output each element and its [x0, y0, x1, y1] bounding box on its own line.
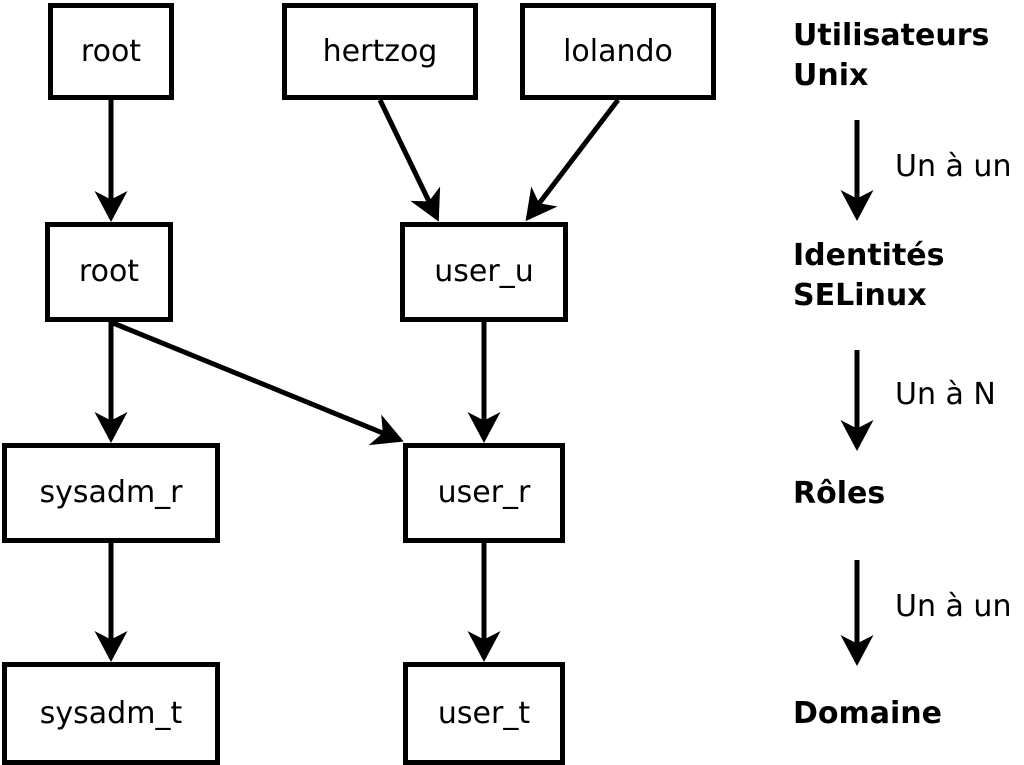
edge-ident-root-to-role-user	[112, 320, 404, 446]
node-unix-lolando[interactable]: lolando	[520, 3, 716, 100]
edge-unix-lolando-to-ident-useru	[525, 98, 620, 222]
node-label: root	[80, 33, 142, 69]
legend-stage-domain: Domaine	[793, 696, 943, 731]
node-label: lolando	[563, 33, 673, 69]
node-unix-root[interactable]: root	[48, 3, 174, 100]
node-dom-sysadm[interactable]: sysadm_t	[2, 662, 220, 765]
node-label: root	[78, 254, 140, 289]
node-unix-hertzog[interactable]: hertzog	[282, 3, 478, 100]
node-label: sysadm_t	[39, 695, 183, 731]
flow-arrows	[94, 98, 620, 663]
node-label: user_t	[437, 695, 531, 731]
legend-relation-label-rel-3: Un à un	[895, 589, 1012, 624]
node-label: hertzog	[322, 33, 438, 69]
legend-stage-unix: Utilisateurs Unix	[793, 18, 990, 93]
node-role-user[interactable]: user_r	[403, 443, 565, 543]
node-label: user_u	[434, 254, 534, 289]
legend-stage-identities: Identités SELinux	[793, 238, 945, 313]
node-ident-root[interactable]: root	[45, 222, 173, 322]
legend-relation-label-rel-2: Un à N	[895, 377, 996, 412]
legend-relation-label-rel-1: Un à un	[895, 149, 1012, 184]
legend-stage-roles: Rôles	[793, 476, 886, 511]
edge-unix-hertzog-to-ident-useru	[377, 98, 441, 222]
node-dom-user[interactable]: user_t	[403, 662, 565, 765]
node-role-sysadm[interactable]: sysadm_r	[2, 443, 220, 543]
node-ident-useru[interactable]: user_u	[400, 222, 568, 322]
node-label: user_r	[437, 475, 531, 510]
node-label: sysadm_r	[39, 475, 183, 510]
